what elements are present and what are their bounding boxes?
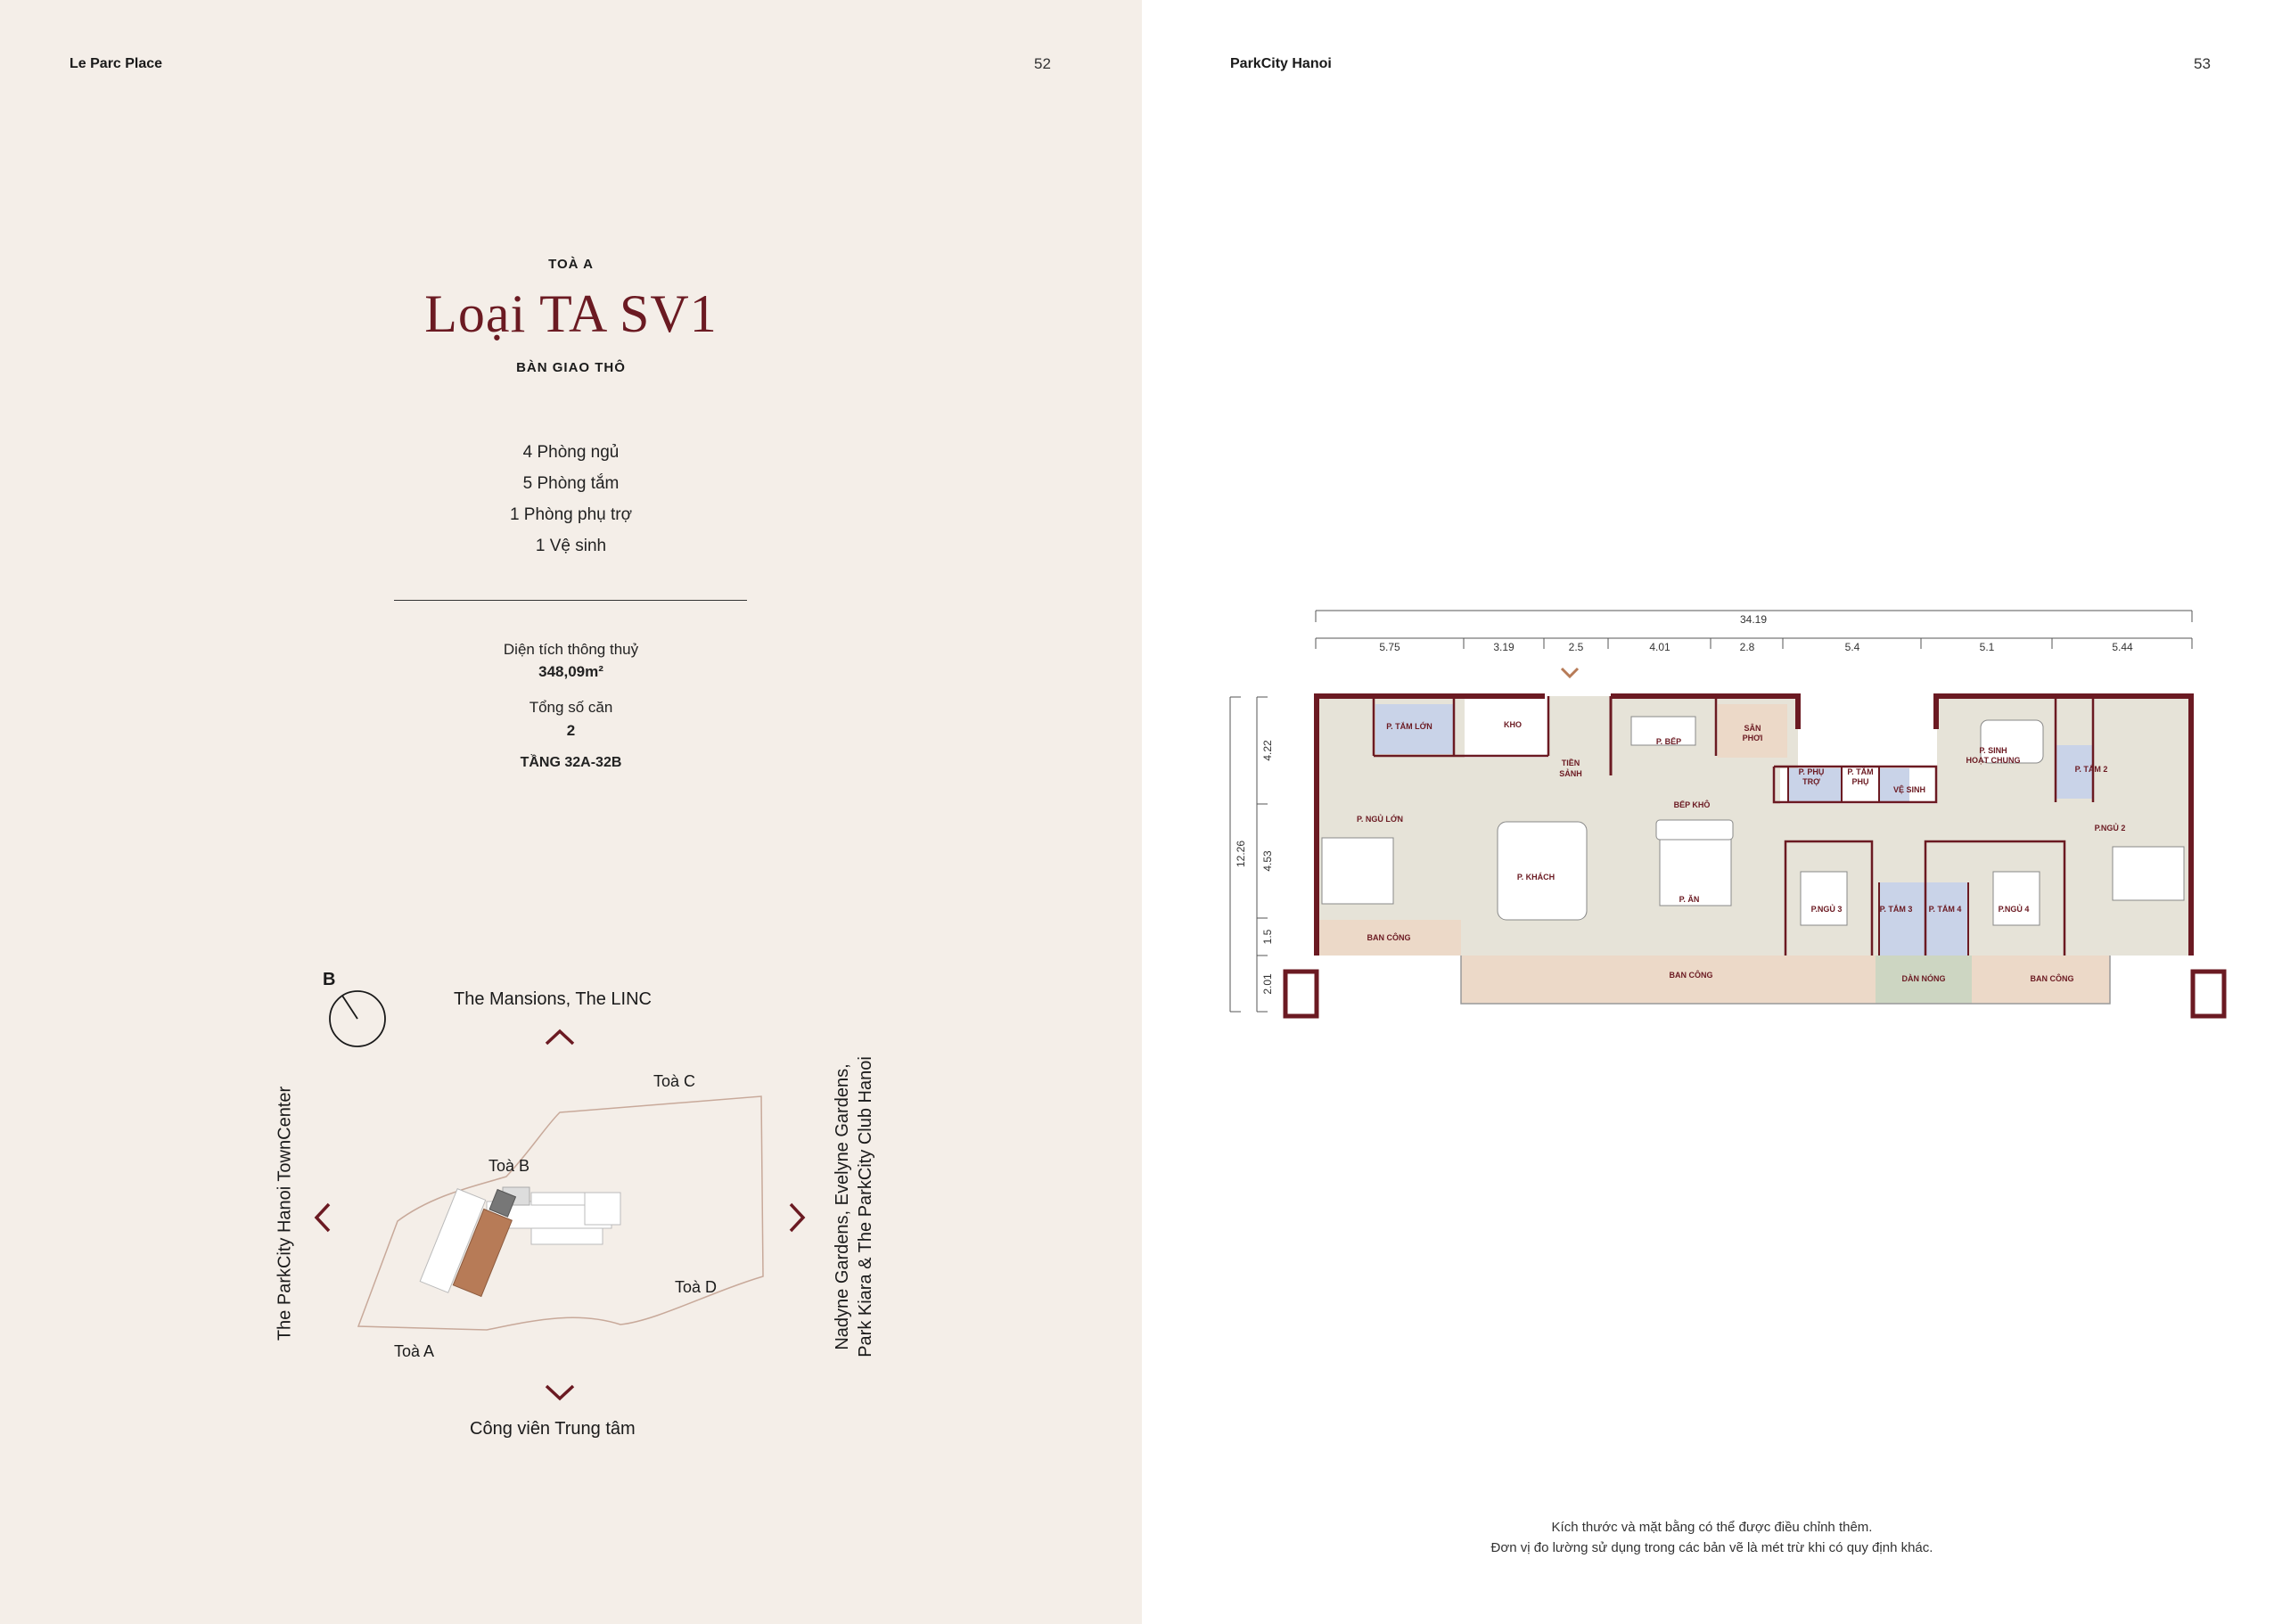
chevron-right-icon: [789, 1202, 806, 1233]
room-dining: P. ĂN: [1679, 895, 1700, 904]
spec-utility: 1 Phòng phụ trợ: [509, 505, 633, 524]
room-bath-4: P. TẮM 4: [1929, 905, 1962, 914]
room-balcony-3: BAN CÔNG: [2031, 973, 2074, 983]
room-bed-3: P.NGỦ 3: [1811, 904, 1843, 914]
room-dry-kitchen: BẾP KHÔ: [1674, 800, 1711, 809]
furniture: [1321, 716, 2185, 926]
disclaimer: Kích thước và mặt bằng có thể được điều …: [1142, 1517, 2282, 1558]
page-title: Loại TA SV1: [424, 284, 718, 343]
total-height: 12.26: [1235, 841, 1247, 867]
chevron-down-icon: [545, 1384, 575, 1401]
right-page: ParkCity Hanoi 53 34.19 5.75 3.19 2.5 4.…: [1142, 0, 2282, 1624]
room-kitchen: P. BẾP: [1656, 737, 1681, 746]
tower-b-label: Toà B: [488, 1157, 530, 1175]
room-bed-2: P.NGỦ 2: [2095, 823, 2126, 833]
divider: [394, 600, 747, 601]
right-page-number: 53: [2194, 55, 2211, 72]
floor-plan: 34.19 5.75 3.19 2.5 4.01 2.8 5.4 5.1 5.4…: [1229, 610, 2227, 1019]
room-living: P. KHÁCH: [1517, 873, 1555, 882]
width-4: 4.01: [1649, 641, 1670, 653]
room-aux-bath-2: PHỤ: [1851, 777, 1868, 786]
room-lobby-1: TIỀN: [1562, 759, 1580, 767]
entrance-chevron-icon: [1560, 667, 1580, 679]
room-master-bath: P. TẮM LỚN: [1386, 721, 1432, 731]
right-header: ParkCity Hanoi: [1230, 56, 1332, 71]
units-value: 2: [566, 722, 576, 739]
room-helper-2: TRỢ: [1802, 777, 1820, 786]
site-map: [357, 1095, 764, 1331]
tower-d-label: Toà D: [675, 1278, 718, 1296]
total-width: 34.19: [1740, 613, 1767, 626]
area-value: 348,09m²: [538, 663, 603, 680]
west-direction: The ParkCity Hanoi TownCenter: [275, 1086, 295, 1341]
room-laundry-1: SÂN: [1744, 723, 1761, 733]
spec-wc: 1 Vệ sinh: [535, 537, 607, 555]
width-6: 5.4: [1845, 641, 1860, 653]
east-direction-line1: Nadyne Gardens, Evelyne Gardens,: [833, 1063, 852, 1350]
left-page-number: 52: [1034, 55, 1051, 72]
room-family-2: HOẠT CHUNG: [1966, 756, 2021, 765]
tower-a-label: Toà A: [394, 1342, 435, 1360]
disclaimer-line2: Đơn vị đo lường sử dụng trong các bản vẽ…: [1490, 1540, 1933, 1555]
height-1: 4.22: [1261, 740, 1274, 761]
east-direction: Nadyne Gardens, Evelyne Gardens, Park Ki…: [831, 1029, 877, 1385]
width-5: 2.8: [1740, 641, 1755, 653]
room-storage: KHO: [1504, 720, 1522, 729]
width-3: 2.5: [1569, 641, 1584, 653]
spec-list: 4 Phòng ngủ 5 Phòng tắm 1 Phòng phụ trợ …: [0, 437, 1142, 562]
north-direction: The Mansions, The LINC: [454, 989, 652, 1009]
room-aux-bath-1: P. TẮM: [1847, 767, 1873, 776]
compass-label: B: [323, 970, 336, 989]
left-page: Le Parc Place 52 TOÀ A Loại TA SV1 BÀN G…: [0, 0, 1142, 1624]
width-2: 3.19: [1493, 641, 1514, 653]
walls: [1283, 693, 2227, 1019]
room-family-1: P. SINH: [1979, 746, 2007, 755]
south-direction: Công viên Trung tâm: [470, 1419, 636, 1439]
handover-label: BÀN GIAO THÔ: [516, 360, 626, 375]
width-7: 5.1: [1980, 641, 1995, 653]
area-label: Diện tích thông thuỷ: [503, 641, 639, 658]
room-bath-3: P. TẮM 3: [1880, 905, 1913, 914]
room-balcony-1: BAN CÔNG: [1367, 932, 1411, 942]
spec-bathrooms: 5 Phòng tắm: [522, 474, 620, 493]
compass-icon: [329, 990, 386, 1047]
chevron-up-icon: [545, 1029, 575, 1046]
floors-label: TẦNG 32A-32B: [520, 755, 622, 770]
room-lobby-2: SẢNH: [1559, 768, 1582, 778]
height-3: 1.5: [1261, 929, 1274, 944]
room-ac-ledge: DÀN NÓNG: [1902, 973, 1946, 983]
room-master-bed: P. NGỦ LỚN: [1357, 814, 1403, 824]
chevron-left-icon: [314, 1202, 331, 1233]
units-label: Tổng số căn: [529, 699, 613, 716]
width-8: 5.44: [2112, 641, 2133, 653]
height-2: 4.53: [1261, 850, 1274, 872]
room-bath-2: P. TẮM 2: [2075, 765, 2108, 774]
room-helper-1: P. PHỤ: [1799, 767, 1825, 776]
building-label: TOÀ A: [548, 257, 594, 272]
room-wc: VỆ SINH: [1893, 784, 1925, 794]
width-1: 5.75: [1379, 641, 1400, 653]
tower-c-label: Toà C: [653, 1072, 696, 1090]
left-header: Le Parc Place: [70, 56, 163, 71]
room-laundry-2: PHƠI: [1743, 734, 1763, 742]
room-balcony-2: BAN CÔNG: [1670, 970, 1713, 980]
room-bed-4: P.NGỦ 4: [1999, 904, 2030, 914]
east-direction-line2: Park Kiara & The ParkCity Club Hanoi: [856, 1056, 875, 1357]
disclaimer-line1: Kích thước và mặt bằng có thể được điều …: [1551, 1520, 1873, 1535]
dimension-lines: [1229, 610, 2193, 1013]
height-4: 2.01: [1261, 973, 1274, 995]
spec-bedrooms: 4 Phòng ngủ: [522, 443, 620, 462]
